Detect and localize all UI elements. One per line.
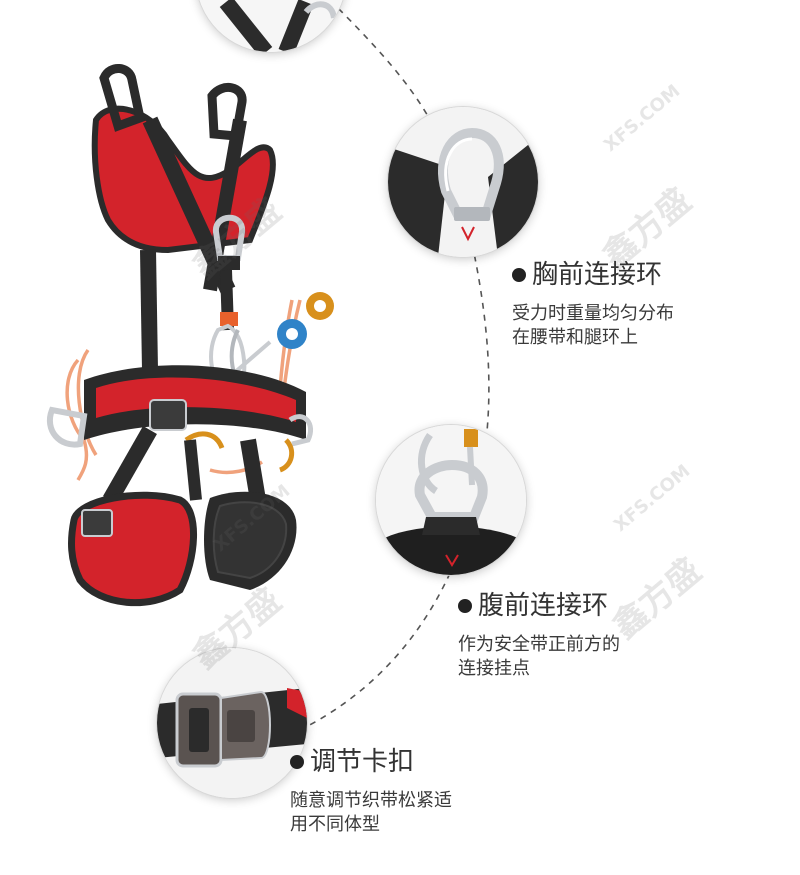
feature-chest-ring: 胸前连接环 受力时重量均匀分布 在腰带和腿环上 — [512, 258, 674, 350]
feature-belly-ring: 腹前连接环 作为安全带正前方的 连接挂点 — [458, 589, 620, 681]
feature-title: 胸前连接环 — [512, 258, 674, 292]
feature-title-text: 调节卡扣 — [310, 747, 415, 777]
detail-circle-chest-ring — [388, 107, 538, 257]
feature-title: 腹前连接环 — [458, 589, 620, 623]
feature-description-line: 连接挂点 — [458, 658, 530, 679]
bullet-dot-icon — [290, 755, 304, 769]
feature-description-line: 受力时重量均匀分布 — [512, 303, 674, 324]
feature-description-line: 用不同体型 — [290, 814, 380, 835]
feature-adjust-buckle: 调节卡扣 随意调节织带松紧适 用不同体型 — [290, 745, 452, 837]
feature-description-line: 在腰带和腿环上 — [512, 327, 638, 348]
detail-circle-belly-ring — [376, 425, 526, 575]
bullet-dot-icon — [458, 599, 472, 613]
feature-description-line: 随意调节织带松紧适 — [290, 790, 452, 811]
feature-title: 调节卡扣 — [290, 745, 452, 779]
detail-circle-adjust-buckle — [157, 648, 307, 798]
feature-description: 受力时重量均匀分布 在腰带和腿环上 — [512, 302, 674, 350]
feature-description: 随意调节织带松紧适 用不同体型 — [290, 789, 452, 837]
feature-title-text: 腹前连接环 — [478, 591, 609, 621]
detail-circle-shoulder-top — [196, 0, 346, 52]
feature-description-line: 作为安全带正前方的 — [458, 634, 620, 655]
feature-title-text: 胸前连接环 — [532, 260, 663, 290]
feature-description: 作为安全带正前方的 连接挂点 — [458, 633, 620, 681]
bullet-dot-icon — [512, 268, 526, 282]
